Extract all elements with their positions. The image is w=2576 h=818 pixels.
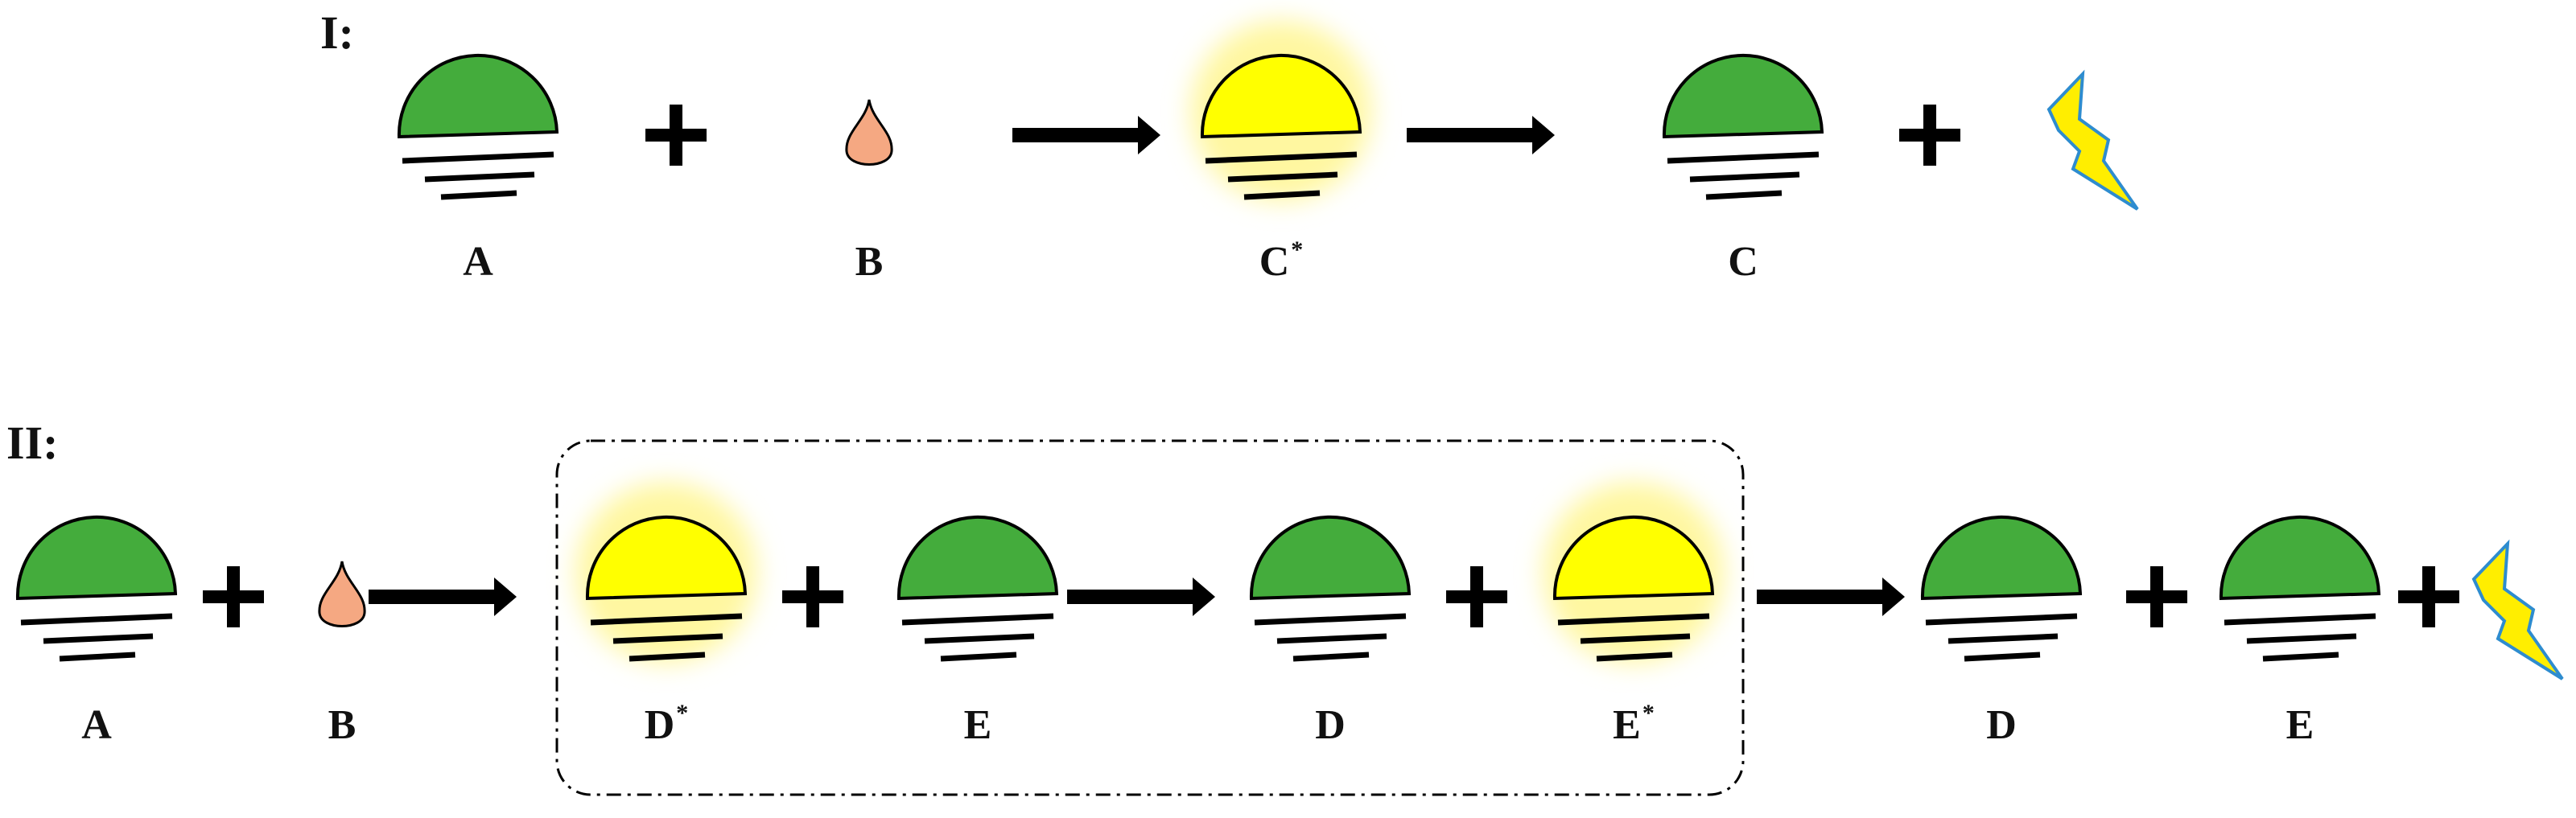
- bulb-base-line-2: [924, 633, 1035, 644]
- bulb-base-line-2: [1227, 171, 1338, 183]
- reaction-arrow: [1757, 578, 1905, 616]
- plus-sign: [1899, 105, 1960, 166]
- reaction-arrow: [1067, 578, 1215, 616]
- reaction-arrow: [1012, 116, 1160, 154]
- lightning-bolt-icon: [2046, 69, 2139, 211]
- plus-sign: [203, 566, 264, 627]
- excited-state-marker: *: [1291, 236, 1303, 263]
- excited-emitter-bulb: [576, 483, 756, 663]
- excited-state-marker: *: [676, 700, 688, 726]
- bulb-base-line-2: [1947, 633, 2059, 644]
- bulb-base-line-1: [590, 613, 743, 626]
- component-label-d: D*: [645, 700, 689, 748]
- bulb-base-line-3: [440, 190, 517, 200]
- bulb-base-line-3: [1243, 190, 1321, 200]
- droplet-icon: [318, 561, 366, 627]
- row-1-label: I:: [320, 6, 354, 59]
- ground-state-bulb: [896, 516, 1059, 662]
- bulb-base-line-1: [1667, 151, 1820, 164]
- component-label-c: C*: [1259, 236, 1304, 285]
- bulb-base-line-1: [1925, 613, 2078, 626]
- bulb-base-line-2: [612, 633, 723, 644]
- bulb-base-line-1: [1205, 151, 1358, 164]
- ground-state-bulb: [1249, 516, 1412, 662]
- bulb-base-line-2: [1689, 171, 1800, 183]
- row-2-label: II:: [6, 417, 58, 469]
- bulb-base-line-3: [1292, 652, 1370, 662]
- plus-sign: [2126, 566, 2187, 627]
- bulb-base-line-3: [940, 652, 1017, 662]
- component-label-b: B: [328, 702, 357, 748]
- component-label-d: D: [1315, 702, 1346, 748]
- bulb-dome: [2219, 516, 2381, 601]
- bulb-dome: [1200, 54, 1362, 139]
- bulb-dome: [896, 516, 1059, 601]
- reaction-arrow: [369, 578, 517, 616]
- component-label-e: E*: [1613, 700, 1655, 748]
- bulb-base-line-2: [2246, 633, 2357, 644]
- bulb-base-line-3: [59, 652, 136, 662]
- bulb-base-line-1: [2224, 613, 2376, 626]
- bulb-dome: [15, 516, 178, 601]
- plus-sign: [1446, 566, 1507, 627]
- plus-sign: [782, 566, 843, 627]
- bulb-base-line-1: [1557, 613, 1710, 626]
- component-label-c: C: [1728, 239, 1758, 285]
- plus-sign: [2398, 566, 2459, 627]
- ground-state-bulb: [1662, 54, 1824, 200]
- bulb-base-line-2: [1580, 633, 1691, 644]
- row-2-scheme: A B D* E D E* D E: [15, 439, 2564, 796]
- bulb-dome: [1662, 54, 1824, 139]
- bulb-dome: [397, 54, 559, 139]
- ground-state-bulb: [15, 516, 178, 662]
- ground-state-bulb: [397, 54, 559, 200]
- droplet-icon: [845, 99, 893, 166]
- lightning-bolt-icon: [2471, 539, 2564, 680]
- ground-state-bulb: [2219, 516, 2381, 662]
- bulb-dome: [1920, 516, 2083, 601]
- reaction-arrow: [1407, 116, 1555, 154]
- bulb-base-line-3: [2262, 652, 2339, 662]
- bulb-base-line-1: [20, 613, 173, 626]
- component-label-d: D: [1986, 702, 2017, 748]
- bulb-dome: [1249, 516, 1412, 601]
- component-label-e: E: [2286, 702, 2314, 748]
- ground-state-bulb: [1920, 516, 2083, 662]
- component-label-a: A: [463, 239, 493, 285]
- bulb-dome: [1552, 516, 1715, 601]
- bulb-base-line-3: [1596, 652, 1673, 662]
- bulb-base-line-3: [1964, 652, 2041, 662]
- bulb-dome: [585, 516, 748, 601]
- energy-transfer-group-frame: [555, 439, 1745, 796]
- bulb-base-line-2: [1276, 633, 1387, 644]
- excited-emitter-bulb: [1544, 483, 1724, 663]
- bulb-base-line-2: [424, 171, 535, 183]
- excited-state-marker: *: [1642, 700, 1655, 726]
- plus-sign: [645, 105, 707, 166]
- bulb-base-line-2: [43, 633, 154, 644]
- bulb-base-line-1: [901, 613, 1054, 626]
- bulb-base-line-3: [1705, 190, 1783, 200]
- row-1-scheme: A B C* C: [397, 21, 2139, 285]
- component-label-b: B: [855, 239, 884, 285]
- component-label-a: A: [81, 702, 112, 748]
- component-label-e: E: [964, 702, 992, 748]
- bulb-base-line-1: [402, 151, 554, 164]
- bulb-base-line-3: [629, 652, 706, 662]
- excited-emitter-bulb: [1191, 21, 1371, 201]
- bulb-base-line-1: [1254, 613, 1407, 626]
